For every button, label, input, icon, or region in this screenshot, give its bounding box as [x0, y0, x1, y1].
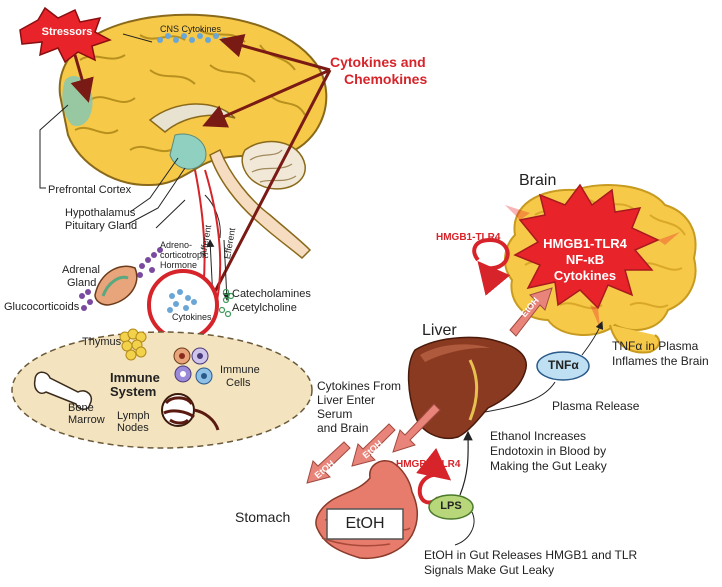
acth-line1: Adreno-: [160, 240, 193, 250]
ethanol-arrows: [306, 287, 553, 484]
curved-arrow-mid: [416, 448, 452, 505]
bone-shape: [33, 371, 92, 410]
cytokines-from-line3: Serum: [317, 407, 353, 421]
ethanol-line2: Endotoxin in Blood by: [490, 444, 607, 458]
cytokines-chemokines-arrows: [202, 34, 332, 306]
bone-marrow-line2: Marrow: [68, 414, 105, 426]
sagittal-brain: [58, 13, 328, 260]
immune-cells-shapes: [173, 347, 213, 385]
tnfa-ellipse: [536, 351, 590, 381]
lps-ellipse: [428, 494, 474, 520]
thymus-label: Thymus: [82, 336, 122, 348]
cytokines-label: Cytokines: [172, 312, 212, 322]
adrenal-line2: Gland: [67, 277, 97, 289]
hmgb1-tlr4-mid-label: HMGB1-TLR4: [396, 459, 461, 470]
tnfa-note-line2: Inflames the Brain: [612, 354, 709, 368]
ethanol-line3: Making the Gut Leaky: [490, 459, 607, 473]
etoh-box: [326, 508, 404, 540]
glucocorticoids-label: Glucocorticoids: [4, 301, 80, 313]
adrenal-line1: Adrenal: [62, 264, 100, 276]
ethanol-line1: Ethanol Increases: [490, 429, 587, 443]
stressors-label: Stressors: [41, 26, 93, 38]
stomach-label: Stomach: [235, 509, 291, 525]
prefrontal-cortex-label: Prefrontal Cortex: [48, 184, 132, 196]
cytokines-from-line2: Liver Enter: [317, 393, 376, 407]
acth-line2: corticotropic: [160, 250, 209, 260]
cytokines-from-line4: and Brain: [317, 421, 369, 435]
adrenal-gland: [94, 265, 138, 306]
pituitary-gland-label: Pituitary Gland: [65, 220, 138, 232]
brain-label: Brain: [519, 172, 557, 189]
catecholamines-label: Catecholamines: [232, 288, 311, 300]
acetylcholine-label: Acetylcholine: [232, 302, 297, 314]
tnfa-note-line1: TNFα in Plasma: [612, 339, 699, 353]
immune-system-ellipse: [11, 331, 313, 449]
etoh-box-label: EtOH: [345, 515, 385, 532]
lymph-nodes-line1: Lymph: [117, 410, 150, 422]
hmgb1-tlr4-top-label: HMGB1-TLR4: [436, 232, 501, 243]
gut-line1: EtOH in Gut Releases HMGB1 and TLR: [424, 548, 638, 562]
tnfa-label: TNFα: [548, 358, 579, 372]
neurotransmitter-dots: [218, 288, 235, 318]
thymus-shape: [119, 328, 147, 361]
glucocorticoid-molecules: [79, 289, 93, 311]
hypothalamus-label: Hypothalamus: [65, 207, 136, 219]
immune-system-line1: Immune: [110, 370, 160, 385]
lps-label: LPS: [440, 500, 462, 512]
liver-label: Liver: [422, 322, 457, 339]
red-burst: [513, 183, 660, 310]
lymph-nodes-line2: Nodes: [117, 422, 149, 434]
cns-cytokines-label: CNS Cytokines: [160, 24, 222, 34]
burst-line2: NF-κB: [565, 252, 605, 267]
immune-cells-line2: Cells: [226, 377, 251, 389]
cytokines-from-line1: Cytokines From: [317, 379, 402, 393]
bone-marrow-line1: Bone: [68, 402, 94, 414]
title-line1: Cytokines and: [330, 54, 426, 70]
plasma-release-label: Plasma Release: [552, 399, 640, 413]
cytokine-dots: [167, 289, 197, 313]
label-pointers: [39, 33, 186, 229]
acth-line3: Hormone: [160, 260, 198, 270]
immune-cells-line1: Immune: [220, 364, 260, 376]
cytokines-circle: [147, 269, 219, 341]
title-line2: Chemokines: [344, 71, 428, 87]
burst-line1: HMGB1-TLR4: [543, 236, 627, 251]
liver: [407, 336, 527, 439]
stressors-burst: [19, 6, 112, 64]
lymph-node-shape: [161, 393, 220, 431]
curved-arrow-top: [472, 237, 511, 296]
immune-system-line2: System: [110, 384, 157, 399]
gut-line2: Signals Make Gut Leaky: [424, 563, 555, 577]
acth-molecules: [137, 247, 163, 278]
burst-line3: Cytokines: [553, 268, 617, 283]
cns-cytokine-dots: [157, 33, 227, 43]
